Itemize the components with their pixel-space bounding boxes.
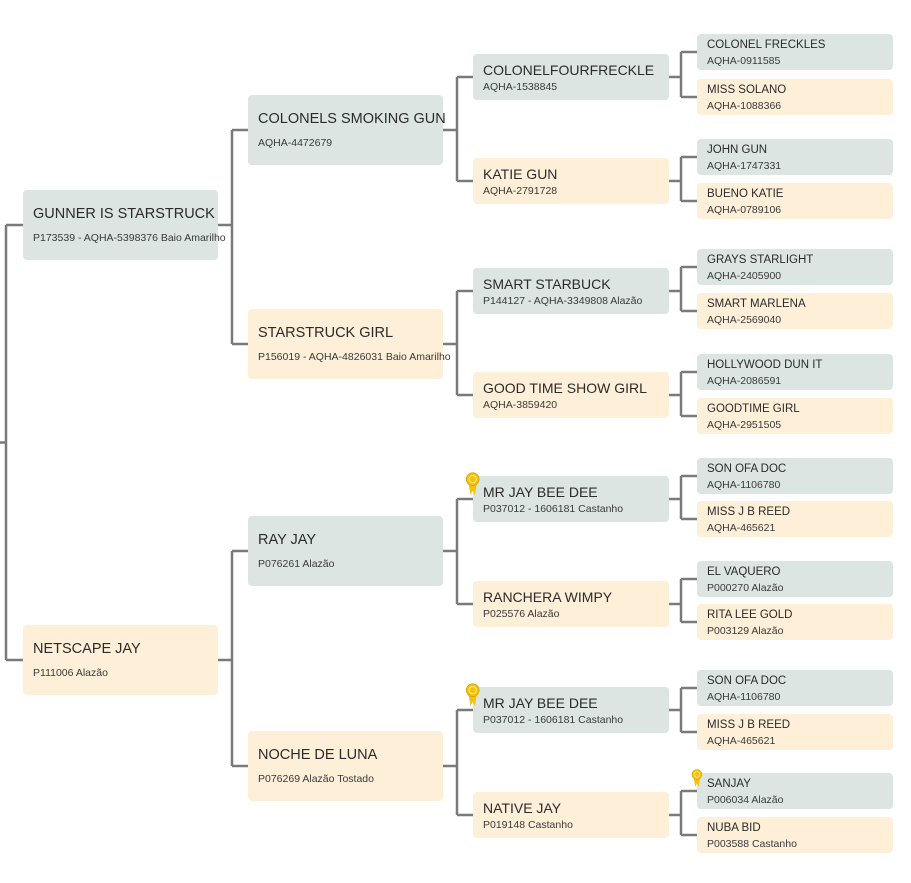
horse-registration: P076261 Alazão <box>258 558 335 570</box>
horse-name: GUNNER IS STARSTRUCK <box>33 206 215 222</box>
horse-name: RANCHERA WIMPY <box>483 589 613 605</box>
horse-registration: P111006 Alazão <box>33 667 108 679</box>
horse-card-male-s-d-s-s[interactable]: GRAYS STARLIGHT AQHA-2405900 <box>697 249 893 285</box>
horse-registration: AQHA-3859420 <box>483 399 558 411</box>
horse-name: COLONELFOURFRECKLE <box>483 62 655 78</box>
horse-card-female-d-d-d-d[interactable]: NUBA BID P003588 Castanho <box>697 817 893 853</box>
horse-name: NUBA BID <box>707 822 761 834</box>
horse-name: MISS J B REED <box>707 506 791 518</box>
horse-card-female-d-d-s-d[interactable]: MISS J B REED AQHA-465621 <box>697 714 893 750</box>
horse-card-male-s[interactable]: GUNNER IS STARSTRUCK P173539 - AQHA-53983… <box>23 190 226 260</box>
horse-name: NOCHE DE LUNA <box>258 747 378 763</box>
horse-name: NETSCAPE JAY <box>33 641 141 657</box>
horse-name: EL VAQUERO <box>707 566 781 578</box>
horse-name: SMART STARBUCK <box>483 276 611 292</box>
horse-card-male-s-s[interactable]: COLONELS SMOKING GUN AQHA-4472679 <box>248 95 446 165</box>
horse-card-female-d[interactable]: NETSCAPE JAY P111006 Alazão <box>23 625 218 695</box>
horse-registration: AQHA-465621 <box>707 735 776 747</box>
horse-card-female-d-d[interactable]: NOCHE DE LUNA P076269 Alazão Tostado <box>248 731 443 801</box>
horse-card-male-d-d-s-s[interactable]: SON OFA DOC AQHA-1106780 <box>697 670 893 706</box>
horse-card-female-s-d[interactable]: STARSTRUCK GIRL P156019 - AQHA-4826031 Ba… <box>248 309 451 379</box>
horse-registration: AQHA-2086591 <box>707 375 782 387</box>
horse-card-female-s-s-d[interactable]: KATIE GUN AQHA-2791728 <box>473 158 669 204</box>
horse-name: NATIVE JAY <box>483 800 562 816</box>
horse-registration: AQHA-2405900 <box>707 270 782 282</box>
horse-name: GOOD TIME SHOW GIRL <box>483 380 647 396</box>
horse-card-male-d-s-s-s[interactable]: SON OFA DOC AQHA-1106780 <box>697 458 893 494</box>
horse-registration: AQHA-1088366 <box>707 100 782 112</box>
horse-registration: P173539 - AQHA-5398376 Baio Amarilho <box>33 232 226 244</box>
horse-name: RITA LEE GOLD <box>707 609 793 621</box>
horse-registration: AQHA-1106780 <box>707 479 781 491</box>
horse-registration: AQHA-0911585 <box>707 55 781 67</box>
horse-registration: P076269 Alazão Tostado <box>258 773 374 785</box>
horse-registration: P003129 Alazão <box>707 625 784 637</box>
horse-registration: AQHA-0789106 <box>707 204 782 216</box>
horse-card-female-s-d-d-d[interactable]: GOODTIME GIRL AQHA-2951505 <box>697 398 893 434</box>
horse-card-female-d-d-d[interactable]: NATIVE JAY P019148 Castanho <box>473 792 669 838</box>
horse-card-male-s-s-s-s[interactable]: COLONEL FRECKLES AQHA-0911585 <box>697 34 893 70</box>
horse-registration: P006034 Alazão <box>707 794 784 806</box>
horse-registration: P025576 Alazão <box>483 608 560 620</box>
horse-registration: P037012 - 1606181 Castanho <box>483 503 624 515</box>
horse-card-male-d-d-d-s[interactable]: SANJAY P006034 Alazão <box>697 773 893 809</box>
horse-card-male-d-d-s[interactable]: MR JAY BEE DEE P037012 - 1606181 Castanho <box>473 687 669 733</box>
horse-registration: P000270 Alazão <box>707 582 784 594</box>
horse-registration: AQHA-465621 <box>707 522 776 534</box>
horse-card-female-s-s-d-d[interactable]: BUENO KATIE AQHA-0789106 <box>697 183 893 219</box>
horse-registration: AQHA-2951505 <box>707 419 782 431</box>
horse-name: KATIE GUN <box>483 166 558 182</box>
horse-registration: AQHA-1538845 <box>483 81 558 93</box>
horse-card-female-d-s-s-d[interactable]: MISS J B REED AQHA-465621 <box>697 501 893 537</box>
horse-registration: P144127 - AQHA-3349808 Alazão <box>483 295 643 307</box>
horse-card-male-d-s[interactable]: RAY JAY P076261 Alazão <box>248 516 443 586</box>
horse-card-female-s-d-d[interactable]: GOOD TIME SHOW GIRL AQHA-3859420 <box>473 372 669 418</box>
horse-card-male-s-s-d-s[interactable]: JOHN GUN AQHA-1747331 <box>697 139 893 175</box>
horse-name: SANJAY <box>707 778 751 790</box>
horse-card-female-s-d-s-d[interactable]: SMART MARLENA AQHA-2569040 <box>697 293 893 329</box>
horse-name: HOLLYWOOD DUN IT <box>707 359 823 371</box>
horse-name: STARSTRUCK GIRL <box>258 325 394 341</box>
horse-registration: AQHA-2791728 <box>483 185 558 197</box>
horse-name: COLONELS SMOKING GUN <box>258 111 446 127</box>
horse-name: JOHN GUN <box>707 144 768 156</box>
horse-card-female-d-s-d-d[interactable]: RITA LEE GOLD P003129 Alazão <box>697 604 893 640</box>
horse-registration: AQHA-1106780 <box>707 691 781 703</box>
horse-name: GRAYS STARLIGHT <box>707 254 814 266</box>
horse-name: BUENO KATIE <box>707 188 784 200</box>
horse-registration: AQHA-4472679 <box>258 137 333 149</box>
horse-name: MR JAY BEE DEE <box>483 695 598 711</box>
horse-name: MR JAY BEE DEE <box>483 484 598 500</box>
horse-card-male-d-s-d-s[interactable]: EL VAQUERO P000270 Alazão <box>697 561 893 597</box>
horse-name: SMART MARLENA <box>707 298 806 310</box>
horse-name: SON OFA DOC <box>707 463 787 475</box>
horse-name: RAY JAY <box>258 532 317 548</box>
horse-card-female-s-s-s-d[interactable]: MISS SOLANO AQHA-1088366 <box>697 79 893 115</box>
horse-registration: P037012 - 1606181 Castanho <box>483 714 624 726</box>
horse-registration: AQHA-1747331 <box>707 160 782 172</box>
horse-name: MISS J B REED <box>707 719 791 731</box>
horse-name: MISS SOLANO <box>707 84 787 96</box>
horse-card-male-s-d-s[interactable]: SMART STARBUCK P144127 - AQHA-3349808 Ala… <box>473 268 669 314</box>
horse-card-female-d-s-d[interactable]: RANCHERA WIMPY P025576 Alazão <box>473 581 669 627</box>
horse-registration: P019148 Castanho <box>483 819 573 831</box>
horse-name: SON OFA DOC <box>707 675 787 687</box>
horse-name: COLONEL FRECKLES <box>707 39 826 51</box>
horse-card-male-s-s-s[interactable]: COLONELFOURFRECKLE AQHA-1538845 <box>473 54 669 100</box>
horse-registration: P003588 Castanho <box>707 838 797 850</box>
horse-name: GOODTIME GIRL <box>707 403 800 415</box>
horse-registration: P156019 - AQHA-4826031 Baio Amarilho <box>258 351 451 363</box>
horse-registration: AQHA-2569040 <box>707 314 782 326</box>
horse-card-male-d-s-s[interactable]: MR JAY BEE DEE P037012 - 1606181 Castanho <box>473 476 669 522</box>
horse-card-male-s-d-d-s[interactable]: HOLLYWOOD DUN IT AQHA-2086591 <box>697 354 893 390</box>
